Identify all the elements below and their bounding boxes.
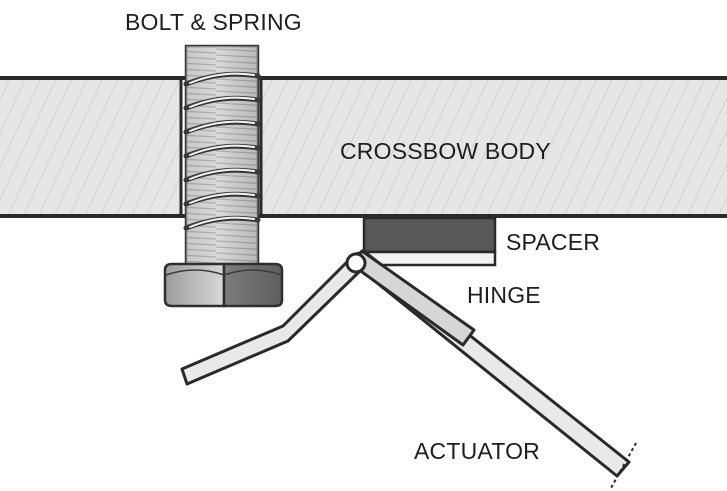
crossbow-body-left-section xyxy=(0,78,181,216)
label-spacer: SPACER xyxy=(506,229,600,255)
label-crossbow-body: CROSSBOW BODY xyxy=(340,138,551,164)
label-bolt-spring: BOLT & SPRING xyxy=(125,9,302,35)
hinge-pin xyxy=(345,252,367,274)
bolt-and-spring xyxy=(163,44,284,308)
spacer xyxy=(362,216,497,267)
spacer-plate xyxy=(362,250,497,267)
spring-coils-highlight xyxy=(189,72,255,228)
hinge xyxy=(345,249,476,347)
actuator-cut-mark xyxy=(610,442,637,489)
label-hinge: HINGE xyxy=(467,282,541,308)
bolt-shank-shade xyxy=(186,46,258,268)
spacer-block xyxy=(362,216,497,254)
crossbow-body-right-section xyxy=(261,78,727,216)
label-actuator: ACTUATOR xyxy=(414,438,540,464)
hex-nut xyxy=(163,262,284,308)
